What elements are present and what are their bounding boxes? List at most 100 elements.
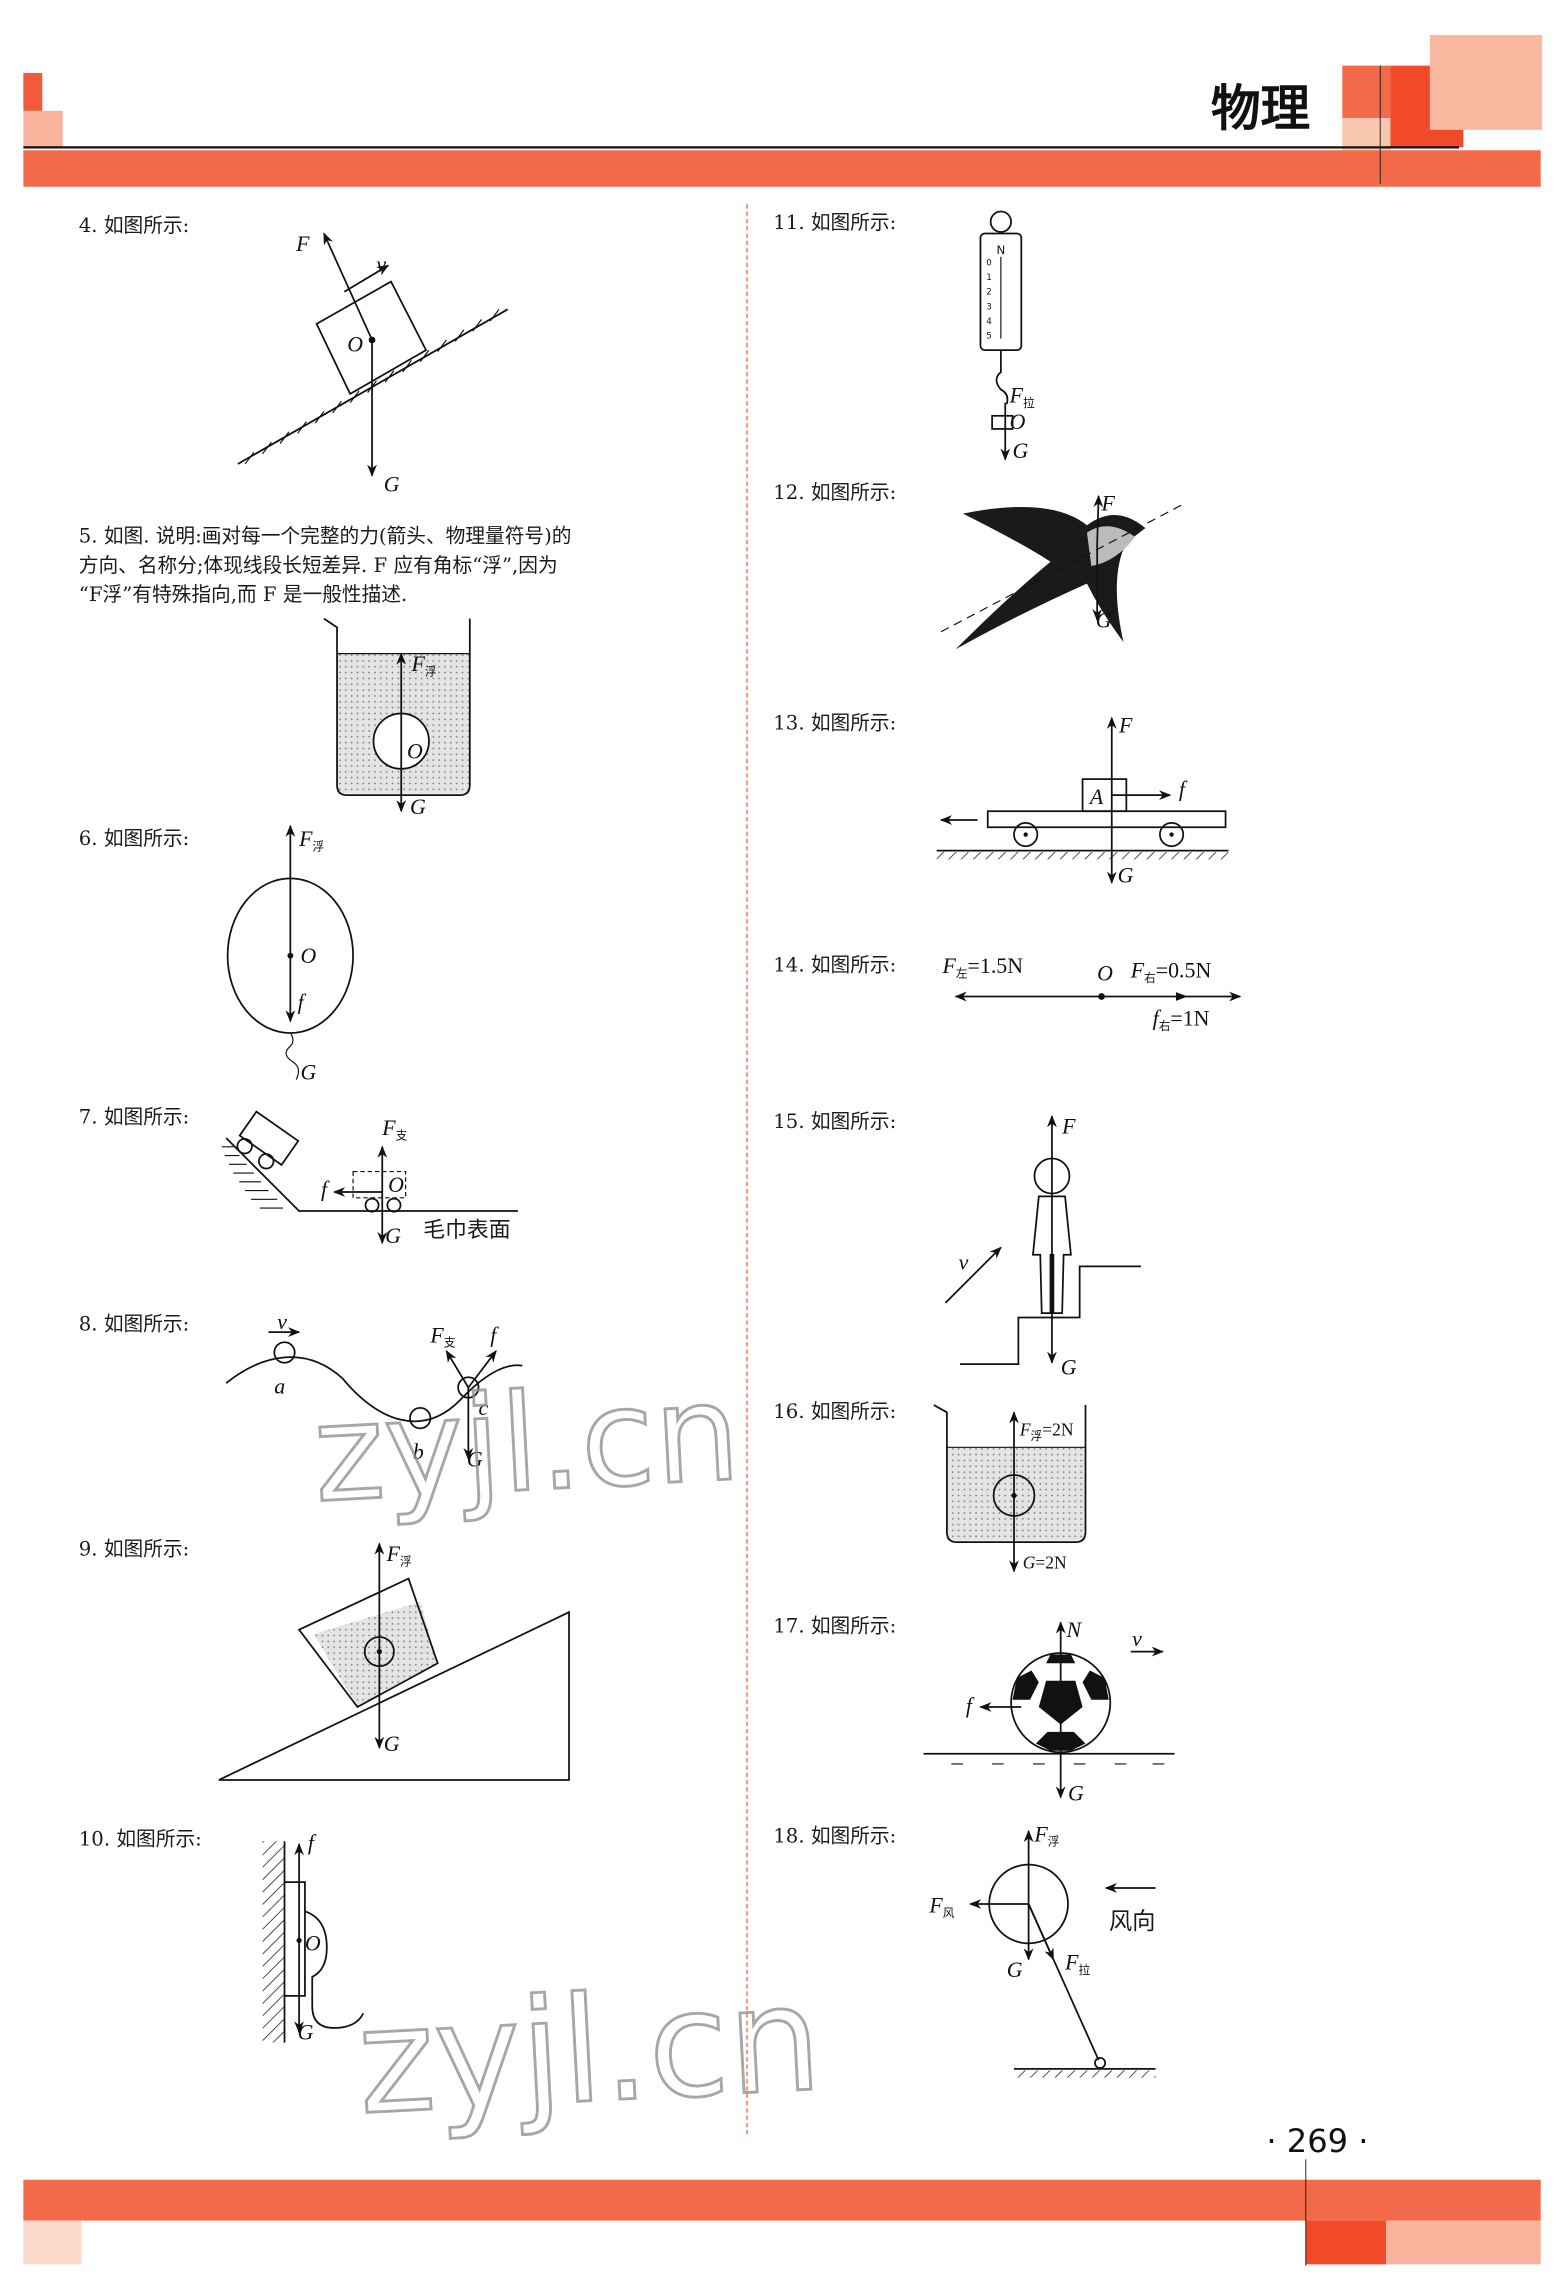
- scale-mark: 3: [986, 302, 992, 312]
- svg-text:F浮=2N: F浮=2N: [1019, 1420, 1074, 1443]
- normal-force-label: N: [1066, 1618, 1083, 1642]
- force-label: F: [295, 232, 310, 256]
- force-left-label: F: [942, 954, 957, 978]
- scale-mark: 0: [986, 259, 992, 269]
- item-label: 16. 如图所示:: [773, 1400, 896, 1423]
- point-label: O: [407, 740, 423, 764]
- force-label: F: [410, 652, 425, 676]
- force-subscript: 浮: [1031, 1429, 1043, 1443]
- item-7: 7. 如图所示: F支 f O G 毛巾表面: [79, 1105, 518, 1248]
- force-value: =2N: [1042, 1420, 1074, 1440]
- velocity-label: v: [376, 252, 386, 276]
- svg-text:F浮: F浮: [298, 827, 324, 853]
- svg-text:F支: F支: [429, 1323, 455, 1349]
- item-label: 15. 如图所示:: [773, 1110, 896, 1133]
- velocity-label: v: [277, 1310, 287, 1334]
- gravity-value: =2N: [1035, 1552, 1067, 1572]
- item-12: 12. 如图所示: F G: [773, 481, 1185, 650]
- force-label: F: [298, 827, 313, 851]
- item-5: 5. 如图. 说明:画对每一个完整的力(箭头、物理量符号)的 方向、名称分;体现…: [79, 525, 572, 819]
- force-subscript: 风: [943, 1906, 955, 1920]
- gravity-label: G: [1096, 608, 1112, 632]
- page-footer: · 269 ·: [23, 2122, 1541, 2266]
- force-subscript: 浮: [400, 1555, 412, 1569]
- explanation-line: 方向、名称分;体现线段长短差异. F 应有角标“浮”,因为: [79, 554, 558, 577]
- svg-text:f右=1N: f右=1N: [1153, 1007, 1210, 1033]
- explanation-line: “F浮”有特殊指向,而 F 是一般性描述.: [79, 583, 407, 606]
- force-subscript: 左: [956, 967, 968, 981]
- gravity-label: G: [1023, 1552, 1036, 1572]
- item-label: 9. 如图所示:: [79, 1537, 189, 1560]
- gravity-label: G: [467, 1447, 483, 1471]
- item-label: 18. 如图所示:: [773, 1825, 896, 1848]
- item-10: 10. 如图所示: f O G: [79, 1828, 365, 2045]
- subject-title: 物理: [1211, 79, 1310, 137]
- gravity-label: G: [385, 1224, 401, 1248]
- item-11: 11. 如图所示: N 0 1 2 3 4 5 F拉 O G: [773, 210, 1035, 463]
- velocity-label: v: [1132, 1627, 1142, 1651]
- friction-value: =1N: [1170, 1007, 1209, 1031]
- force-subscript: 支: [444, 1336, 456, 1350]
- force-label: F: [1118, 713, 1133, 737]
- svg-text:F左=1.5N: F左=1.5N: [942, 954, 1024, 980]
- explanation-line: 5. 如图. 说明:画对每一个完整的力(箭头、物理量符号)的: [79, 525, 572, 548]
- item-17: 17. 如图所示: N v f G: [773, 1615, 1175, 1805]
- friction-label: f: [298, 991, 307, 1015]
- force-subscript: 支: [396, 1128, 408, 1142]
- point-label: O: [301, 944, 317, 968]
- velocity-label: v: [959, 1250, 969, 1274]
- gravity-label: G: [301, 1061, 317, 1085]
- gravity-label: G: [384, 1732, 400, 1756]
- item-label: 7. 如图所示:: [79, 1105, 189, 1128]
- svg-text:F浮: F浮: [386, 1542, 412, 1568]
- item-14: 14. 如图所示: F左=1.5N O F右=0.5N f右=1N: [773, 954, 1242, 1033]
- svg-text:F拉: F拉: [1009, 384, 1035, 410]
- gravity-label: G: [1061, 1355, 1077, 1379]
- force-right-value: =0.5N: [1156, 959, 1212, 983]
- item-label: 10. 如图所示:: [79, 1828, 202, 1851]
- force-subscript: 拉: [1078, 1963, 1090, 1977]
- svg-text:F支: F支: [381, 1116, 407, 1142]
- item-label: 14. 如图所示:: [773, 954, 896, 977]
- point-label: O: [1097, 961, 1113, 985]
- force-subscript: 浮: [312, 840, 324, 854]
- friction-label: f: [966, 1694, 975, 1718]
- buoyancy-label: F: [1033, 1822, 1048, 1846]
- force-right-label: F: [1130, 959, 1145, 983]
- svg-text:F风: F风: [928, 1894, 954, 1920]
- item-4: 4. 如图所示: F v O G: [79, 214, 509, 497]
- force-label: F: [1101, 492, 1116, 516]
- svg-text:F浮: F浮: [1033, 1822, 1059, 1848]
- scale-mark: 2: [986, 288, 992, 298]
- point-label: O: [388, 1173, 404, 1197]
- point-c-label: c: [479, 1396, 489, 1420]
- page-number: · 269 ·: [1266, 2122, 1368, 2160]
- unit-label: N: [996, 243, 1005, 257]
- force-label: F: [381, 1116, 396, 1140]
- item-15: 15. 如图所示: F v G: [773, 1110, 1141, 1379]
- item-label: 4. 如图所示:: [79, 214, 189, 237]
- point-label: O: [305, 1932, 321, 1956]
- item-6: 6. 如图所示: F浮 O f G: [79, 824, 354, 1085]
- wind-force-label: F: [928, 1894, 943, 1918]
- item-label: 12. 如图所示:: [773, 481, 896, 504]
- point-a-label: a: [274, 1374, 285, 1398]
- item-label: 13. 如图所示:: [773, 712, 896, 735]
- gravity-label: G: [1013, 439, 1029, 463]
- point-b-label: b: [413, 1440, 424, 1464]
- gravity-label: G: [384, 473, 400, 497]
- friction-subscript: 右: [1159, 1019, 1171, 1033]
- wind-direction-label: 风向: [1109, 1907, 1156, 1935]
- force-left-value: =1.5N: [968, 954, 1024, 978]
- friction-label: f: [1179, 778, 1188, 802]
- surface-label: 毛巾表面: [423, 1218, 511, 1243]
- item-13: 13. 如图所示: F A f G: [773, 712, 1229, 888]
- force-subscript: 浮: [1048, 1835, 1060, 1849]
- item-label: 6. 如图所示:: [79, 827, 189, 850]
- friction-label: f: [1153, 1007, 1162, 1031]
- force-subscript: 浮: [425, 665, 437, 679]
- point-label: O: [1010, 410, 1026, 434]
- gravity-label: G: [298, 2021, 314, 2045]
- svg-text:F拉: F拉: [1064, 1951, 1090, 1977]
